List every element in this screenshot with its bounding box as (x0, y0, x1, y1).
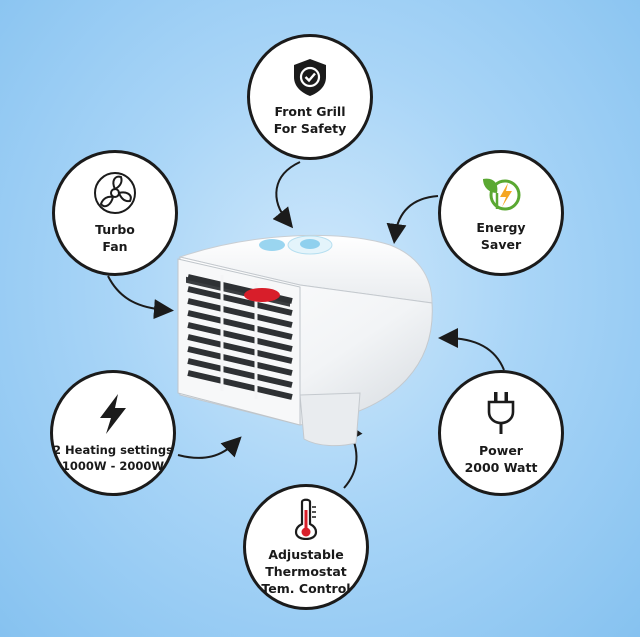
arrow-power (438, 328, 505, 371)
arrow-turbo (107, 275, 174, 320)
fan-icon (94, 172, 136, 214)
arrow-grill (272, 161, 301, 229)
shield-check-icon (294, 59, 326, 96)
plug-icon (487, 392, 515, 434)
room-heater-image (177, 234, 433, 447)
feature-turbo-fan: Turbo Fan (52, 150, 178, 276)
thermometer-icon (294, 498, 318, 540)
feature-front-grill: Front Grill For Safety (247, 34, 373, 160)
feature-energy-saver: Energy Saver (438, 150, 564, 276)
feature-label: Power 2000 Watt (464, 443, 538, 475)
feature-power: Power 2000 Watt (438, 370, 564, 496)
feature-label: Energy Saver (476, 220, 526, 252)
feature-label: 2 Heating settings 1000W - 2000W (53, 443, 173, 473)
leaf-bolt-icon (483, 178, 521, 211)
feature-label: Front Grill For Safety (273, 104, 347, 136)
feature-thermostat: Adjustable Thermostat Tem. Control (243, 484, 369, 610)
brand-logo (244, 288, 280, 302)
feature-label: Adjustable Thermostat Tem. Control (261, 546, 351, 596)
feature-heating-settings: 2 Heating settings 1000W - 2000W (50, 370, 176, 496)
lightning-icon (100, 394, 126, 434)
feature-label: Turbo Fan (95, 222, 135, 254)
knob-left (259, 239, 285, 251)
